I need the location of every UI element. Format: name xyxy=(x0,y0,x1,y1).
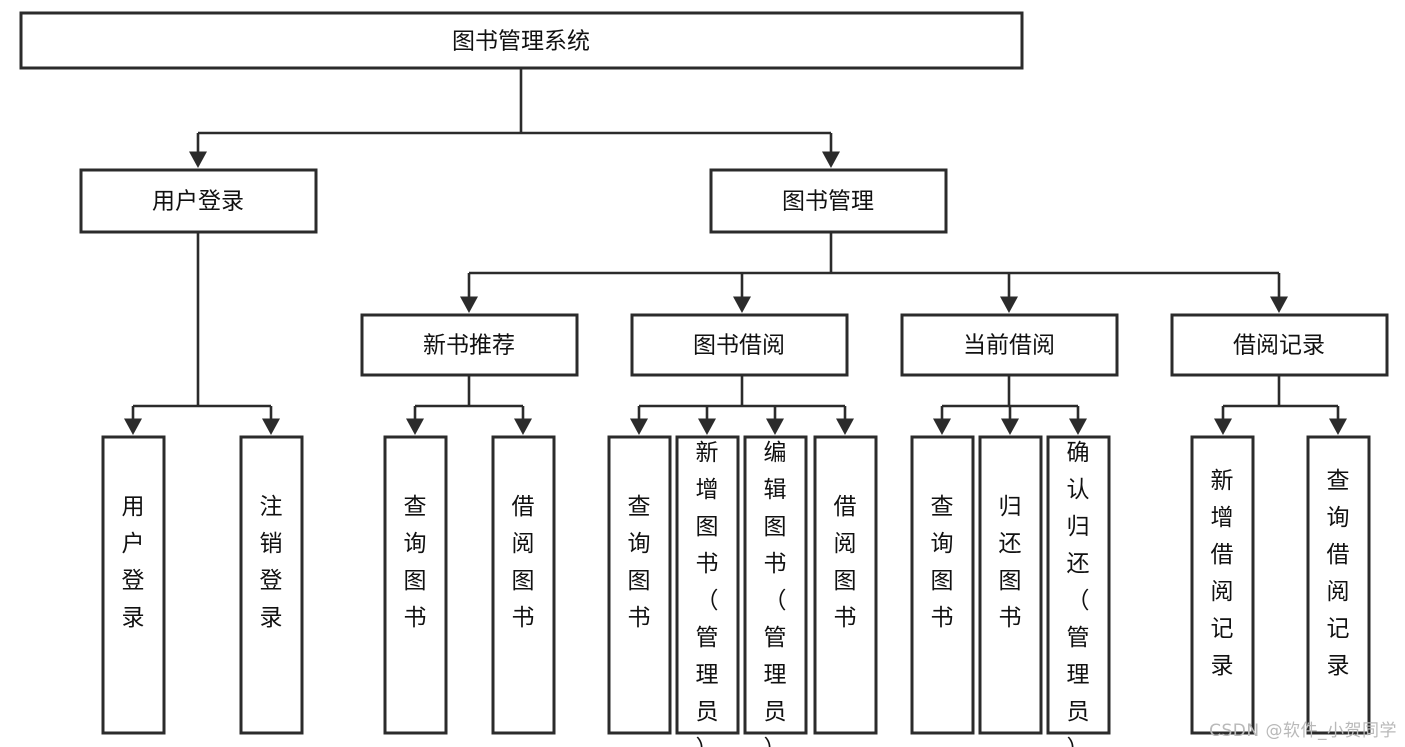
leaf-box[interactable] xyxy=(813,435,878,735)
leaf-label: 编辑图书（管理员） xyxy=(764,440,787,747)
book-borrow-label: 图书借阅 xyxy=(693,333,785,359)
edges-root-to-level2 xyxy=(188,68,841,169)
leaf-label: 新增图书（管理员） xyxy=(696,440,719,747)
leaf-label: 归还图书 xyxy=(999,494,1022,631)
leaf-box[interactable] xyxy=(1306,435,1371,735)
leaf-node[interactable]: 借阅图书 xyxy=(491,435,556,735)
new-book-label: 新书推荐 xyxy=(423,333,515,359)
node-new-book-recommend[interactable]: 新书推荐 xyxy=(360,313,579,377)
leaf-box[interactable] xyxy=(383,435,448,735)
leaf-node[interactable]: 查询图书 xyxy=(383,435,448,735)
root-label: 图书管理系统 xyxy=(452,29,590,55)
leaf-box[interactable] xyxy=(1190,435,1255,735)
edges-bookborrow-to-leaves xyxy=(629,375,855,436)
leaf-node[interactable]: 注销登录 xyxy=(239,435,304,735)
leaf-label: 确认归还（管理员） xyxy=(1067,440,1090,747)
leaf-label: 查询图书 xyxy=(628,494,651,631)
leaf-node[interactable]: 查询图书 xyxy=(607,435,672,735)
edges-userlogin-to-leaves xyxy=(123,232,281,436)
user-login-label: 用户登录 xyxy=(152,189,244,215)
leaf-label: 查询图书 xyxy=(931,494,954,631)
leaf-label: 查询图书 xyxy=(404,494,427,631)
current-borrow-label: 当前借阅 xyxy=(963,333,1055,359)
book-manage-box[interactable] xyxy=(709,168,948,234)
node-book-borrow[interactable]: 图书借阅 xyxy=(630,313,849,377)
leaf-node[interactable]: 查询图书 xyxy=(910,435,975,735)
edges-currentborrow-to-leaves xyxy=(932,375,1088,436)
leaf-node[interactable]: 新增借阅记录 xyxy=(1190,435,1255,735)
leaf-node[interactable]: 归还图书 xyxy=(978,435,1043,735)
leaf-box[interactable] xyxy=(607,435,672,735)
leaf-nodes: 用户登录 注销登录 查询图书 借阅图书 查询图书 新增图书（管理员） 编辑图书（… xyxy=(101,435,1371,747)
edges-borrowrecord-to-leaves xyxy=(1213,375,1348,436)
node-user-login[interactable]: 用户登录 xyxy=(79,168,318,234)
leaf-node[interactable]: 用户登录 xyxy=(101,435,166,735)
leaf-label: 注销登录 xyxy=(260,494,283,631)
borrow-record-label: 借阅记录 xyxy=(1233,333,1325,359)
current-borrow-box[interactable] xyxy=(900,313,1119,377)
leaf-node[interactable]: 新增图书（管理员） xyxy=(675,435,740,747)
leaf-label: 借阅图书 xyxy=(834,494,857,631)
book-borrow-box[interactable] xyxy=(630,313,849,377)
edges-booksys-to-level3 xyxy=(459,232,1289,314)
node-borrow-record[interactable]: 借阅记录 xyxy=(1170,313,1389,377)
leaf-label: 用户登录 xyxy=(122,494,145,631)
leaf-node[interactable]: 借阅图书 xyxy=(813,435,878,735)
leaf-box[interactable] xyxy=(491,435,556,735)
leaf-box[interactable] xyxy=(743,435,808,735)
leaf-label: 查询借阅记录 xyxy=(1327,468,1350,679)
leaf-box[interactable] xyxy=(101,435,166,735)
leaf-label: 借阅图书 xyxy=(512,494,535,631)
new-book-box[interactable] xyxy=(360,313,579,377)
user-login-box[interactable] xyxy=(79,168,318,234)
leaf-box[interactable] xyxy=(239,435,304,735)
book-manage-label: 图书管理 xyxy=(782,189,874,215)
leaf-node[interactable]: 确认归还（管理员） xyxy=(1046,435,1111,747)
leaf-box[interactable] xyxy=(978,435,1043,735)
edges-newbook-to-leaves xyxy=(405,375,533,436)
leaf-node[interactable]: 编辑图书（管理员） xyxy=(743,435,808,747)
leaf-box[interactable] xyxy=(675,435,740,735)
leaf-box[interactable] xyxy=(910,435,975,735)
leaf-label: 新增借阅记录 xyxy=(1211,468,1234,679)
node-current-borrow[interactable]: 当前借阅 xyxy=(900,313,1119,377)
leaf-node[interactable]: 查询借阅记录 xyxy=(1306,435,1371,735)
borrow-record-box[interactable] xyxy=(1170,313,1389,377)
node-book-manage[interactable]: 图书管理 xyxy=(709,168,948,234)
leaf-box[interactable] xyxy=(1046,435,1111,735)
root-box[interactable] xyxy=(19,11,1024,70)
node-root[interactable]: 图书管理系统 xyxy=(19,11,1024,70)
